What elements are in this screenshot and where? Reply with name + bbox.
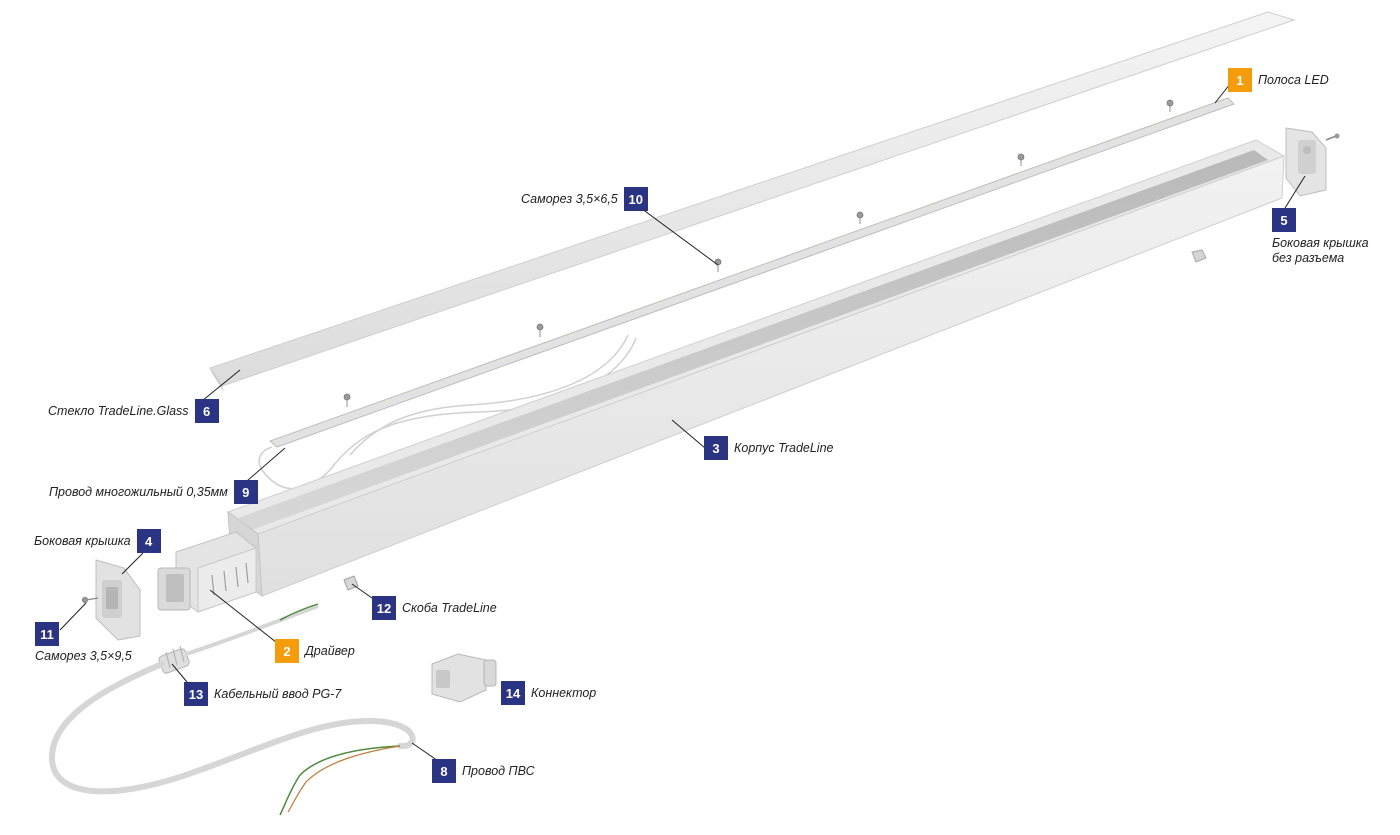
label-side-cap-no-connector: Боковая крышка bbox=[1272, 236, 1369, 250]
badge-13: 13 bbox=[184, 682, 208, 706]
badge-1: 1 bbox=[1228, 68, 1252, 92]
label-cable-gland: Кабельный ввод PG-7 bbox=[214, 686, 342, 701]
housing-part bbox=[226, 139, 1286, 598]
badge-4: 4 bbox=[136, 529, 161, 553]
side-cap-left-part bbox=[95, 559, 141, 641]
badge-8: 8 bbox=[432, 759, 456, 783]
badge-14: 14 bbox=[501, 681, 525, 705]
screw-3.5x9.5 bbox=[81, 596, 99, 604]
badge-6: 6 bbox=[194, 399, 219, 423]
led-strip-part bbox=[269, 97, 1235, 448]
label-pvs-wire: Провод ПВС bbox=[462, 763, 535, 778]
callout-3: 3 Корпус TradeLine bbox=[704, 436, 833, 460]
label-side-cap: Боковая крышка bbox=[34, 533, 131, 548]
badge-9: 9 bbox=[233, 480, 258, 504]
callout-8: 8 Провод ПВС bbox=[432, 759, 535, 783]
badge-2: 2 bbox=[275, 639, 299, 663]
callout-11: 11 Саморез 3,5×9,5 bbox=[35, 622, 132, 664]
callout-10: Саморез 3,5×6,5 10 bbox=[521, 187, 648, 211]
label-bracket: Скоба TradeLine bbox=[402, 600, 497, 615]
label-housing: Корпус TradeLine bbox=[734, 440, 834, 455]
label-screw-6.5: Саморез 3,5×6,5 bbox=[521, 191, 618, 206]
callout-9: Провод многожильный 0,35мм 9 bbox=[49, 480, 258, 504]
label-led-strip: Полоса LED bbox=[1258, 72, 1329, 87]
leader-lines bbox=[59, 83, 1306, 766]
badge-3: 3 bbox=[704, 436, 728, 460]
callout-2: 2 Драйвер bbox=[275, 639, 355, 663]
callout-4: Боковая крышка 4 bbox=[34, 529, 161, 553]
badge-5: 5 bbox=[1272, 208, 1296, 232]
label-connector: Коннектор bbox=[531, 685, 597, 700]
label-glass: Стекло TradeLine.Glass bbox=[48, 403, 189, 418]
callout-6: Стекло TradeLine.Glass 6 bbox=[48, 399, 219, 423]
callout-13: 13 Кабельный ввод PG-7 bbox=[184, 682, 341, 706]
cable-gland-part bbox=[158, 645, 190, 674]
driver-part bbox=[157, 531, 257, 613]
connector-part bbox=[431, 653, 497, 703]
label-screw-9.5: Саморез 3,5×9,5 bbox=[35, 649, 132, 663]
label-multicore-wire: Провод многожильный 0,35мм bbox=[49, 484, 228, 499]
label-side-cap-no-connector-line2: без разъема bbox=[1272, 251, 1345, 265]
pvs-wire-part bbox=[48, 603, 416, 816]
callout-14: 14 Коннектор bbox=[501, 681, 596, 705]
bracket-part bbox=[343, 575, 359, 591]
side-cap-right-part bbox=[1285, 127, 1340, 197]
callout-5: 5 Боковая крышка без разъема bbox=[1272, 208, 1369, 266]
callout-1: 1 Полоса LED bbox=[1228, 68, 1329, 92]
badge-11: 11 bbox=[35, 622, 59, 646]
label-driver: Драйвер bbox=[305, 643, 355, 658]
clip-right-part bbox=[1191, 249, 1207, 263]
badge-10: 10 bbox=[623, 187, 648, 211]
badge-12: 12 bbox=[372, 596, 396, 620]
callout-12: 12 Скоба TradeLine bbox=[372, 596, 497, 620]
screws-3.5x6.5 bbox=[343, 99, 1174, 407]
